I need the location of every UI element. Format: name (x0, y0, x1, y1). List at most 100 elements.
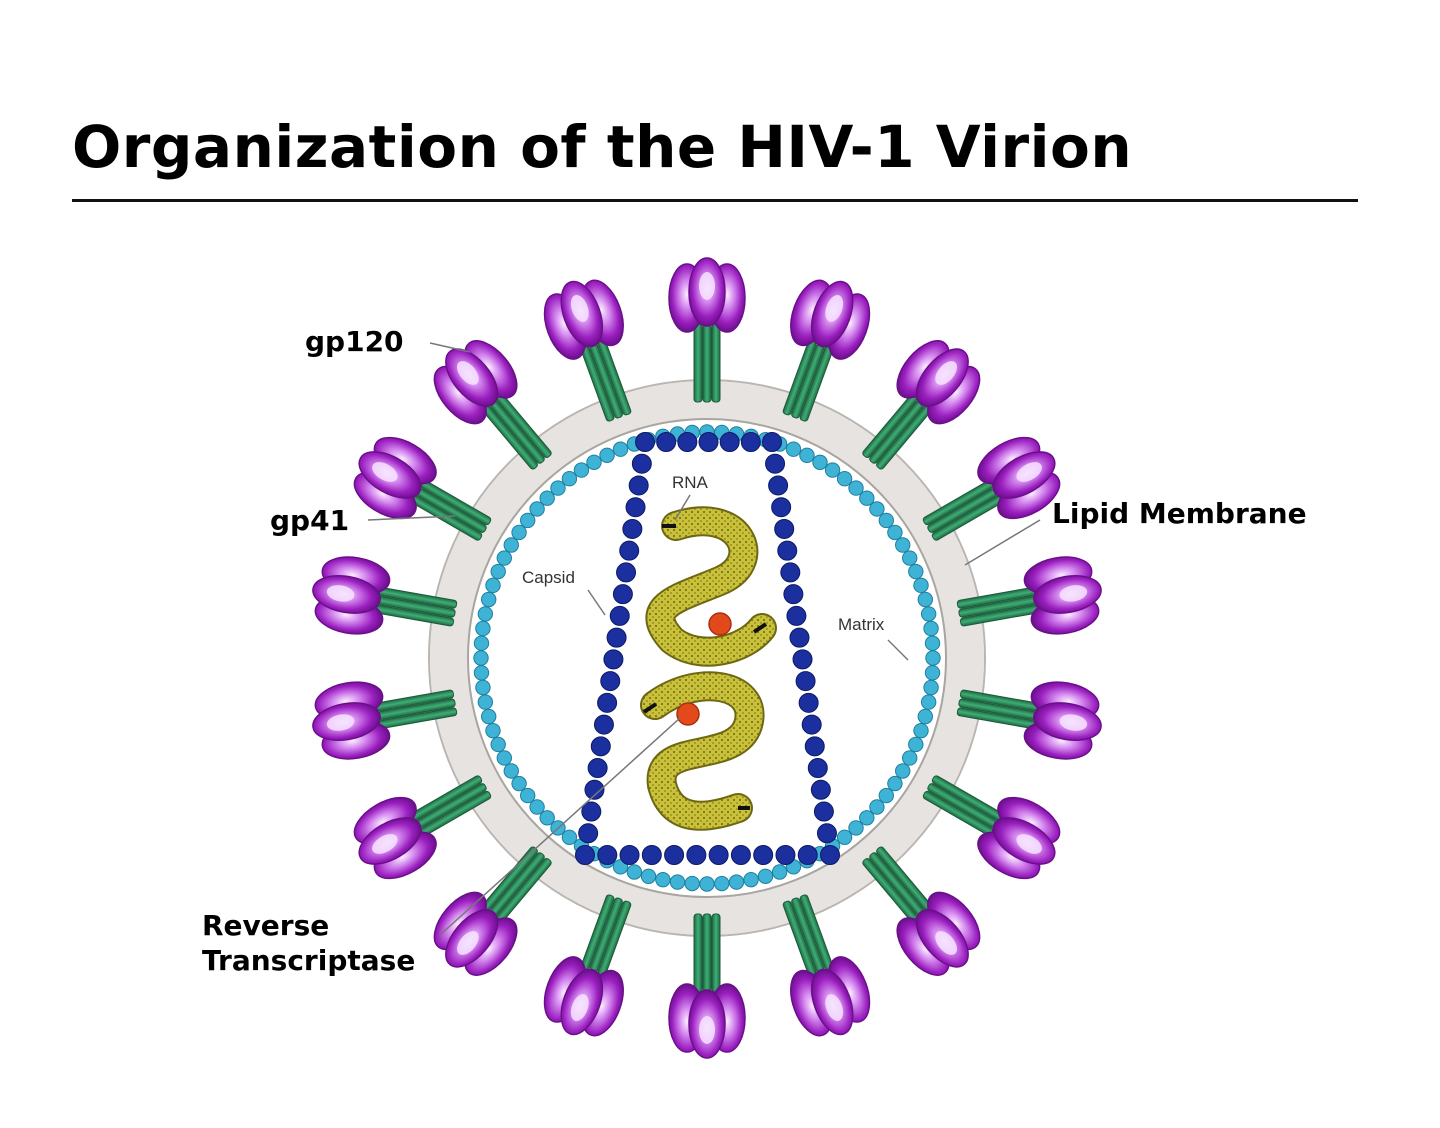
matrix-bead (529, 501, 545, 517)
matrix-bead (878, 512, 894, 529)
capsid-bead (804, 736, 825, 757)
matrix-bead (529, 799, 545, 815)
matrix-bead (586, 454, 602, 470)
capsid-bead (590, 736, 611, 757)
matrix-bead (836, 829, 853, 845)
capsid-bead (664, 845, 685, 865)
capsid-bead (765, 453, 786, 474)
envelope-spike (862, 846, 981, 976)
label-reverse: Reverse (202, 909, 329, 942)
matrix-bead (923, 679, 939, 696)
capsid-bead (789, 627, 810, 648)
envelope-spike (312, 681, 458, 760)
gp120-head (668, 257, 746, 333)
capsid-bead (656, 432, 677, 452)
envelope-spike (862, 340, 981, 470)
label-matrix: Matrix (838, 615, 885, 634)
capsid-bead (771, 497, 792, 518)
matrix-bead (908, 736, 924, 753)
capsid-bead (730, 845, 751, 865)
matrix-bead (895, 763, 911, 779)
capsid-bead (762, 432, 782, 452)
matrix-bead (859, 810, 875, 826)
matrix-bead (655, 871, 671, 888)
capsid-bead (768, 475, 789, 496)
gp41-leader (367, 515, 456, 521)
matrix-bead (626, 864, 643, 880)
envelope-spike (312, 556, 458, 635)
capsid-bead (631, 453, 652, 474)
envelope-spikes (312, 257, 1102, 1059)
label-lipid-membrane: Lipid Membrane (1052, 497, 1307, 530)
matrix-bead (923, 620, 939, 637)
lipid-membrane-leader (964, 519, 1041, 566)
rna-strand-upper (645, 506, 777, 667)
matrix-bead (895, 537, 911, 553)
envelope-spike (922, 775, 1061, 880)
matrix-bead (785, 441, 802, 457)
envelope-spike (956, 556, 1102, 635)
matrix-bead (836, 471, 853, 487)
gp120-head (1023, 681, 1102, 760)
matrix-bead (485, 722, 501, 739)
capsid-bead (798, 692, 819, 713)
capsid-bead (816, 823, 837, 844)
capsid-bead (813, 801, 834, 822)
capsid-bead (786, 605, 807, 626)
gp120-head (312, 681, 391, 760)
matrix-bead (612, 441, 629, 457)
matrix-bead (539, 810, 555, 826)
matrix-bead (869, 501, 885, 517)
capsid-bead (600, 671, 621, 692)
capsid-bead (622, 518, 643, 539)
gp41-stem (693, 913, 721, 993)
capsid-bead (797, 845, 818, 865)
envelope-spike (433, 340, 552, 470)
matrix-bead (887, 775, 903, 792)
gp120-head (790, 279, 871, 360)
matrix-bead (473, 650, 489, 666)
capsid-bead (612, 584, 633, 605)
matrix-bead (859, 490, 875, 506)
capsid-bead (795, 671, 816, 692)
matrix-bead (848, 820, 864, 836)
envelope-spike (782, 279, 871, 422)
envelope-spike (668, 913, 746, 1059)
capsid-bead (783, 584, 804, 605)
matrix-bead (824, 462, 841, 478)
matrix-bead (757, 868, 774, 884)
capsid-bead (641, 845, 662, 865)
gp120-head (977, 436, 1061, 520)
gp120-head (433, 891, 518, 976)
capsid-bead (686, 845, 707, 865)
capsid-bead (753, 845, 774, 865)
matrix-bead (920, 694, 937, 710)
matrix-bead (473, 635, 490, 651)
matrix-bead (887, 524, 903, 541)
label-capsid: Capsid (522, 568, 575, 587)
matrix-bead (913, 577, 929, 594)
matrix-bead (573, 462, 590, 478)
capsid-bead (616, 562, 637, 583)
capsid-bead (603, 649, 624, 670)
matrix-bead (490, 736, 506, 753)
envelope-spike (543, 894, 632, 1037)
capsid-bead (625, 497, 646, 518)
reverse-transcriptase-dot (676, 702, 700, 726)
capsid-bead (820, 845, 840, 865)
matrix-bead (561, 829, 578, 845)
matrix-bead (917, 591, 933, 608)
capsid-bead (780, 562, 801, 583)
matrix-leader (887, 639, 909, 661)
capsid-bead (581, 801, 602, 822)
matrix-bead (503, 763, 519, 779)
matrix-bead (496, 750, 513, 766)
envelope-spike (668, 257, 746, 403)
capsid-bead (719, 432, 740, 452)
matrix-bead (473, 665, 490, 681)
capsid-bead (593, 714, 614, 735)
capsid-bead (635, 432, 655, 452)
gp120-head (543, 956, 624, 1037)
matrix-bead (520, 512, 536, 529)
